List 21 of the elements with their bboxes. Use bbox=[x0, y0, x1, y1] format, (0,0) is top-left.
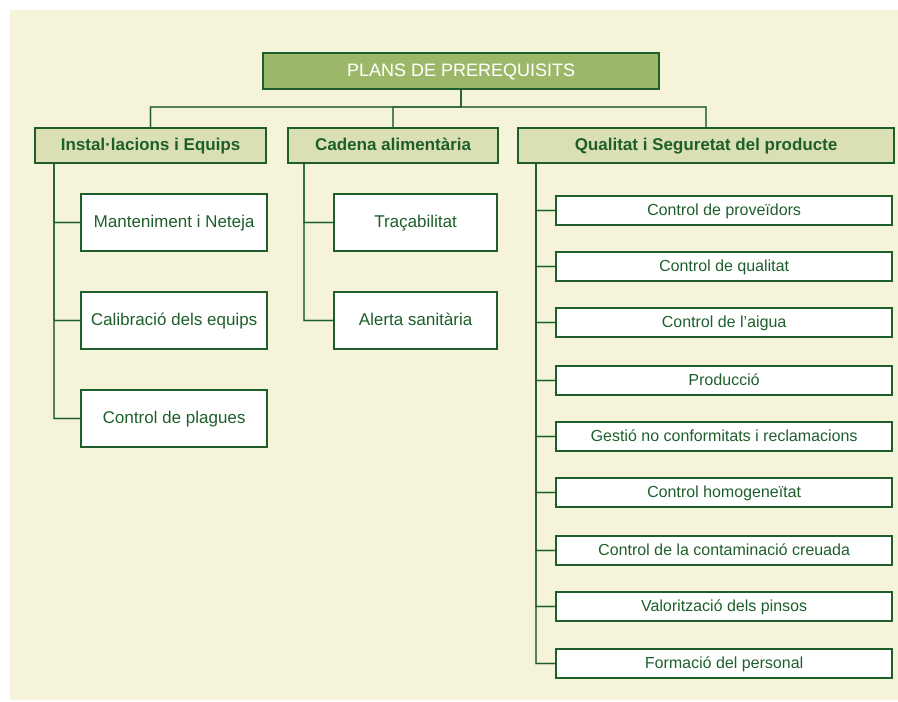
connector-line bbox=[53, 164, 80, 420]
connector-line bbox=[303, 164, 333, 322]
item-box: Control de la contaminació creuada bbox=[555, 535, 893, 566]
item-box: Manteniment i Neteja bbox=[80, 193, 268, 252]
item-box: Formació del personal bbox=[555, 648, 893, 679]
item-box: Control de l’aigua bbox=[555, 307, 893, 338]
category-box: Instal·lacions i Equips bbox=[34, 127, 267, 164]
item-box: Calibració dels equips bbox=[80, 291, 268, 350]
item-box: Control de proveïdors bbox=[555, 195, 893, 226]
category-box: Cadena alimentària bbox=[287, 127, 499, 164]
category-box: Qualitat i Seguretat del producte bbox=[517, 127, 895, 164]
item-box: Control de qualitat bbox=[555, 251, 893, 282]
connector-line bbox=[460, 90, 707, 127]
item-box: Producció bbox=[555, 365, 893, 396]
item-box: Alerta sanitària bbox=[333, 291, 498, 350]
item-box: Traçabilitat bbox=[333, 193, 498, 252]
item-box: Control de plagues bbox=[80, 389, 268, 448]
title-box: PLANS DE PREREQUISITS bbox=[262, 52, 660, 90]
item-box: Gestió no conformitats i reclamacions bbox=[555, 421, 893, 452]
item-box: Control homogeneïtat bbox=[555, 477, 893, 508]
item-box: Valorització dels pinsos bbox=[555, 591, 893, 622]
